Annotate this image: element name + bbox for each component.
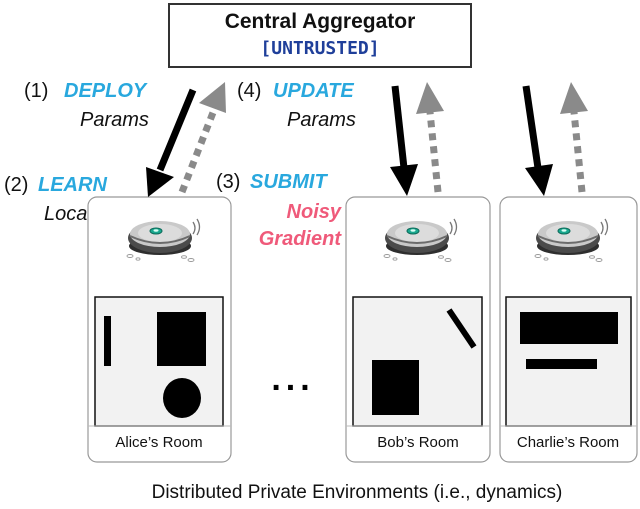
obstacle <box>446 308 477 349</box>
step-deploy-keyword: DEPLOY <box>64 80 148 102</box>
step-update-label: (4) UPDATE Params <box>237 80 356 131</box>
step-submit-note-line1: Noisy <box>287 201 342 223</box>
env-card-alice: Alice’s Room <box>87 196 232 463</box>
step-submit-label: (3) SUBMIT Noisy Gradient <box>216 171 342 250</box>
step-deploy-label: (1) DEPLOY Params <box>24 80 149 131</box>
aggregator-status: [UNTRUSTED] <box>260 38 379 59</box>
deploy-arrow <box>390 85 418 196</box>
ellipsis: ... <box>271 360 314 398</box>
room-label-charlie: Charlie’s Room <box>517 434 619 451</box>
submit-arrow <box>416 82 444 193</box>
aggregator-title: Central Aggregator <box>225 10 416 33</box>
step-update-keyword: UPDATE <box>273 80 354 102</box>
step-submit-keyword: SUBMIT <box>250 171 328 193</box>
obstacle <box>104 316 111 366</box>
footer-caption: Distributed Private Environments (i.e., … <box>152 482 563 503</box>
deploy-arrow <box>522 85 553 196</box>
submit-arrow <box>178 82 226 194</box>
step-deploy-num: (1) <box>24 80 48 102</box>
submit-arrow <box>560 82 588 193</box>
env-card-charlie: Charlie’s Room <box>499 196 638 463</box>
deploy-arrow <box>146 88 197 197</box>
step-update-sub: Params <box>287 109 356 131</box>
obstacle <box>372 360 419 415</box>
obstacle <box>163 378 201 418</box>
step-deploy-sub: Params <box>80 109 149 131</box>
central-aggregator: Central Aggregator [UNTRUSTED] <box>168 3 472 68</box>
step-submit-num: (3) <box>216 171 240 193</box>
obstacle <box>157 312 206 366</box>
step-update-num: (4) <box>237 80 261 102</box>
obstacle <box>520 312 618 344</box>
step-learn-num: (2) <box>4 174 28 196</box>
step-learn-keyword: LEARN <box>38 174 107 196</box>
step-submit-note-line2: Gradient <box>259 228 343 250</box>
room-label-alice: Alice’s Room <box>115 434 202 451</box>
room-label-bob: Bob’s Room <box>377 434 458 451</box>
obstacle <box>526 359 597 369</box>
env-card-bob: Bob’s Room <box>345 196 491 463</box>
